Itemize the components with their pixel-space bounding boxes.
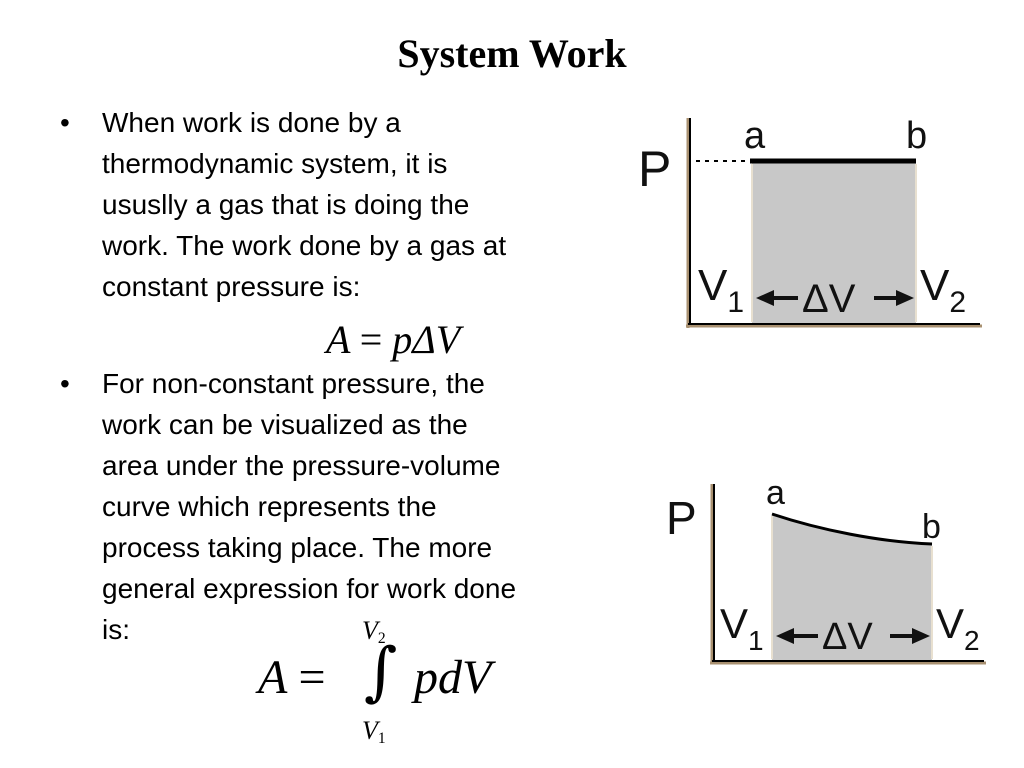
delta-v-label: ΔV bbox=[802, 277, 856, 321]
v2-var: V bbox=[920, 261, 950, 310]
v2-label: V2 bbox=[920, 261, 966, 319]
equation-lhs: A bbox=[258, 651, 287, 704]
equation-equals: = bbox=[298, 651, 326, 704]
v2-sub: 2 bbox=[949, 286, 966, 319]
integral-lower-limit: V1 bbox=[362, 716, 386, 754]
v2-label: V2 bbox=[936, 600, 980, 656]
v2-var: V bbox=[936, 600, 964, 647]
integral-integrand: pdV bbox=[414, 651, 492, 704]
work-area-fill bbox=[772, 514, 932, 660]
point-a-label: a bbox=[766, 478, 785, 512]
bullet-line: For non-constant pressure, the bbox=[102, 368, 485, 399]
delta-arrow-left-head bbox=[756, 290, 774, 306]
integral-upper-limit: V2 bbox=[362, 616, 386, 654]
v2-sub: 2 bbox=[964, 625, 980, 656]
bullet-line: thermodynamic system, it is bbox=[102, 148, 448, 179]
slide-title: System Work bbox=[397, 31, 627, 76]
v1-label: V1 bbox=[698, 261, 744, 319]
equation-constant-pressure: A = pΔV bbox=[326, 315, 460, 365]
pressure-axis-label: P bbox=[666, 492, 697, 544]
process-curve-ab bbox=[771, 512, 933, 546]
bullet-line: is: bbox=[102, 614, 130, 645]
pv-diagram-constant-pressure: P a b V1 V2 ΔV bbox=[638, 115, 982, 328]
bullet-line: general expression for work done bbox=[102, 573, 517, 604]
v1-label: V1 bbox=[720, 600, 764, 656]
point-b-label: b bbox=[922, 508, 941, 546]
equation-lhs: A bbox=[326, 317, 350, 362]
delta-arrow-right-head bbox=[912, 628, 930, 644]
bullet-line: work. The work done by a gas at bbox=[102, 230, 507, 261]
integral-sign: ∫ bbox=[364, 635, 398, 709]
pv-diagram-variable-pressure: P a b V1 V2 ΔV bbox=[666, 478, 986, 665]
equation-integral-lhs: A = bbox=[258, 650, 326, 706]
bullet-line: area under the pressure-volume bbox=[102, 450, 501, 481]
bullet-nonconstant-pressure: • For non-constant pressure, the work ca… bbox=[60, 363, 620, 653]
bullet-constant-pressure: • When work is done by a thermodynamic s… bbox=[60, 102, 620, 312]
bullet-line: process taking place. The more bbox=[102, 532, 493, 563]
bullet-line: When work is done by a bbox=[102, 107, 401, 138]
bullet-text: When work is done by a thermodynamic sys… bbox=[102, 102, 506, 307]
equation-equals: = bbox=[359, 317, 383, 362]
bullet-line: work can be visualized as the bbox=[102, 409, 468, 440]
bullet-line: curve which represents the bbox=[102, 491, 437, 522]
bullet-text: For non-constant pressure, the work can … bbox=[102, 363, 516, 650]
point-a-label: a bbox=[744, 115, 766, 157]
bullet-marker: • bbox=[60, 107, 70, 138]
bullet-line: constant pressure is: bbox=[102, 271, 361, 302]
v1-sub: 1 bbox=[727, 286, 744, 319]
delta-v-label: ΔV bbox=[822, 616, 873, 658]
point-b-label: b bbox=[906, 115, 927, 157]
upper-limit-sub: 2 bbox=[377, 629, 386, 647]
lower-limit-var: V bbox=[362, 716, 378, 745]
delta-arrow-right-head bbox=[896, 290, 914, 306]
delta-arrow-left-head bbox=[776, 628, 794, 644]
v1-var: V bbox=[698, 261, 728, 310]
v1-sub: 1 bbox=[748, 625, 764, 656]
equation-rhs: pΔV bbox=[392, 317, 461, 362]
bullet-line: ususlly a gas that is doing the bbox=[102, 189, 470, 220]
pressure-axis-label: P bbox=[638, 141, 671, 197]
lower-limit-sub: 1 bbox=[377, 729, 386, 747]
bullet-marker: • bbox=[60, 368, 70, 399]
v1-var: V bbox=[720, 600, 748, 647]
upper-limit-var: V bbox=[362, 616, 378, 645]
